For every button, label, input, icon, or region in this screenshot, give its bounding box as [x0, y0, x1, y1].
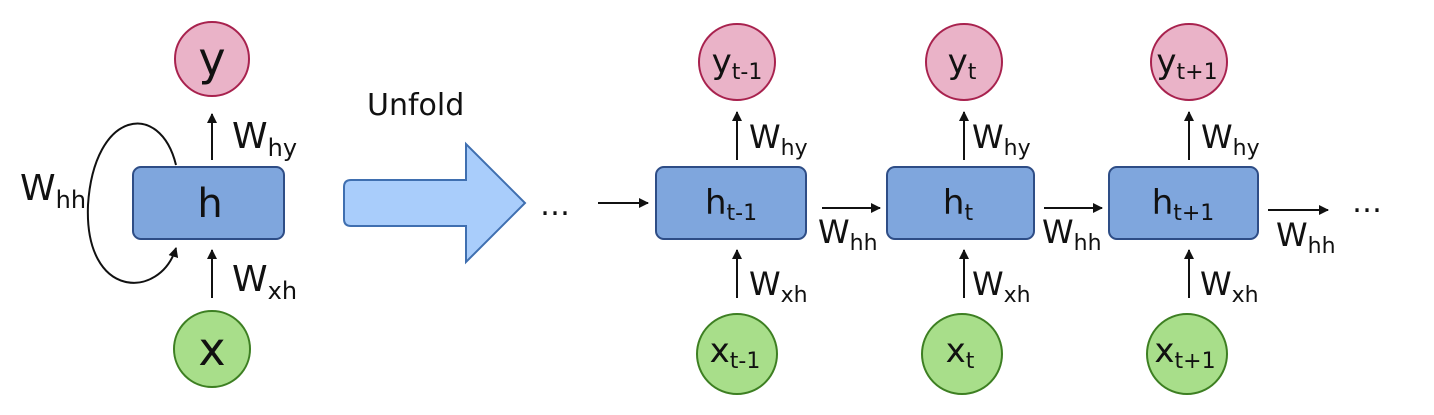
input-label-t-plus-1: xt+1: [1154, 331, 1215, 374]
folded-hidden-label: h: [197, 181, 222, 227]
time-step-t: yt Why ht Wxh xt Whh: [886, 23, 1103, 395]
weight-xh-label-t-plus-1: Wxh: [1200, 265, 1259, 308]
folded-network: y Why h Wxh x Whh: [20, 21, 297, 388]
output-node-t-minus-1: [698, 23, 776, 101]
output-node-t-plus-1: [1150, 23, 1228, 101]
weight-xh-label-t: Wxh: [972, 265, 1031, 308]
output-label-t-minus-1: yt-1: [712, 42, 763, 85]
output-node-t: [925, 23, 1003, 101]
input-node-t-minus-1: [696, 313, 778, 395]
folded-recurrent-loop-arrow: [86, 122, 179, 284]
weight-hh-label-t-plus-1: Whh: [1276, 216, 1336, 259]
unfold-transition: Unfold: [343, 88, 527, 265]
folded-weight-hy-label: Why: [232, 116, 297, 162]
weight-xh-label-t-minus-1: Wxh: [749, 265, 808, 308]
hidden-node-t: [886, 166, 1035, 240]
hidden-node-t-minus-1: [655, 166, 807, 240]
folded-output-label: y: [198, 32, 225, 86]
folded-weight-hh-label: Whh: [20, 168, 86, 214]
folded-output-node: [174, 21, 250, 97]
folded-weight-xh-label: Wxh: [232, 259, 297, 305]
input-label-t-minus-1: xt-1: [710, 331, 761, 374]
hidden-node-t-plus-1: [1108, 166, 1259, 240]
weight-hh-label-t: Whh: [1042, 213, 1102, 256]
output-label-t-plus-1: yt+1: [1156, 42, 1217, 85]
weight-hy-label-t-minus-1: Why: [749, 118, 808, 161]
output-label-t: yt: [948, 42, 977, 85]
folded-input-node: [173, 310, 251, 388]
folded-input-label: x: [198, 322, 225, 376]
input-node-t-plus-1: [1146, 313, 1228, 395]
weight-hy-label-t: Why: [972, 118, 1031, 161]
hidden-label-t: ht: [943, 183, 974, 226]
unfold-label: Unfold: [367, 88, 464, 123]
input-label-t: xt: [946, 331, 975, 374]
weight-hy-label-t-plus-1: Why: [1201, 118, 1260, 161]
ellipsis-left: …: [540, 188, 570, 223]
unfolded-network: … yt-1 Why ht-1 Wxh xt-1: [540, 23, 1382, 395]
weight-hh-label-t-minus-1: Whh: [818, 213, 878, 256]
unfold-arrow: [343, 141, 527, 265]
time-step-t-plus-1: yt+1 Why ht+1 Wxh xt+1 Whh: [1108, 23, 1336, 395]
hidden-label-t-plus-1: ht+1: [1152, 183, 1215, 226]
folded-hidden-node: [132, 166, 285, 240]
ellipsis-right: …: [1352, 185, 1382, 220]
hidden-label-t-minus-1: ht-1: [705, 183, 757, 226]
input-node-t: [921, 313, 1003, 395]
time-step-t-minus-1: yt-1 Why ht-1 Wxh xt-1 Whh: [655, 23, 881, 395]
